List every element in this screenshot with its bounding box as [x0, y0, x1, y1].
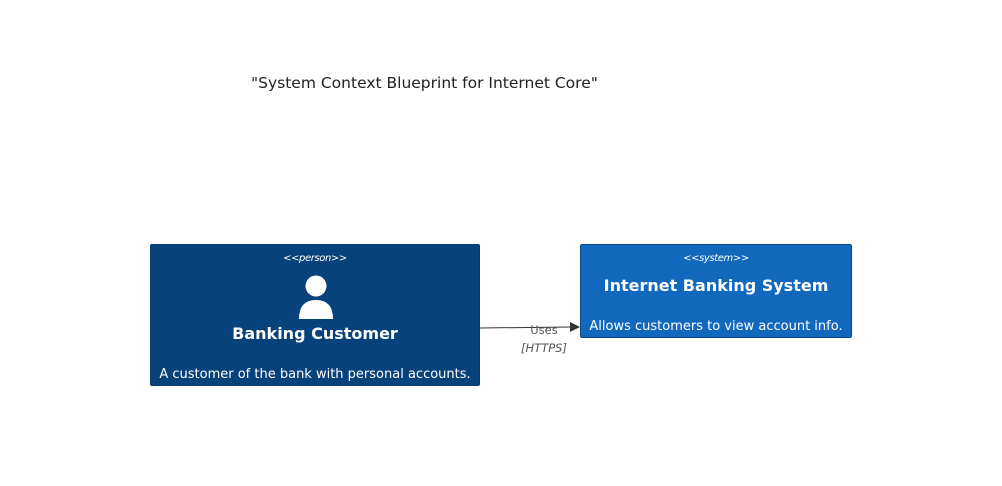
- person-name: Banking Customer: [232, 324, 398, 343]
- person-element-banking-customer[interactable]: <<person>> Banking Customer A customer o…: [150, 244, 480, 386]
- person-stereotype: <<person>>: [283, 253, 347, 264]
- person-description: A customer of the bank with personal acc…: [159, 367, 471, 382]
- diagram-title: "System Context Blueprint for Internet C…: [251, 74, 598, 92]
- relationship-label: Uses: [530, 323, 558, 337]
- person-icon: [299, 275, 333, 319]
- system-stereotype: <<system>>: [683, 253, 749, 264]
- system-name: Internet Banking System: [603, 276, 829, 295]
- system-element-internet-banking[interactable]: <<system>> Internet Banking System Allow…: [580, 244, 852, 338]
- system-description: Allows customers to view account info.: [589, 319, 843, 334]
- relationship-technology: [HTTPS]: [521, 341, 567, 355]
